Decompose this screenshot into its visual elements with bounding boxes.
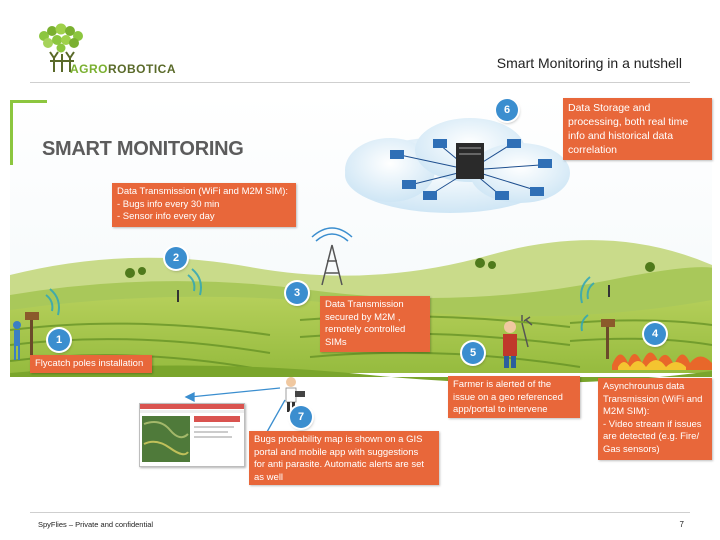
callout-line: secured by M2M , (325, 312, 425, 325)
step-badge-2: 2 (165, 247, 187, 269)
map-screenshot-icon (140, 404, 244, 466)
callout-step-4: Asynchrounus data Transmission (WiFi and… (598, 378, 712, 460)
callout-step-7: Bugs probability map is shown on a GIS p… (249, 431, 439, 485)
callout-line: Data Transmission (325, 299, 425, 312)
callout-line: as well (254, 472, 434, 485)
callout-step-1: Flycatch poles installation (30, 355, 152, 373)
callout-line: Asynchrounus data (603, 381, 707, 394)
callout-line: M2M SIM): (603, 406, 707, 419)
slide-title: Smart Monitoring in a nutshell (497, 55, 682, 71)
callout-step-5: Farmer is alerted of the issue on a geo … (448, 376, 580, 418)
page-number: 7 (680, 520, 684, 529)
step-badge-5: 5 (462, 342, 484, 364)
callout-line: SIMs (325, 337, 425, 350)
callout-line: portal and mobile app with suggestions (254, 447, 434, 460)
callout-line: Farmer is alerted of the (453, 379, 575, 392)
step-badge-6: 6 (496, 99, 518, 121)
callout-step-3: Data Transmission secured by M2M , remot… (320, 296, 430, 352)
callout-line: - Bugs info every 30 min (117, 199, 291, 212)
callout-line: Bugs probability map is shown on a GIS (254, 434, 434, 447)
callout-line: - Sensor info every day (117, 211, 291, 224)
callout-line: Gas sensors) (603, 444, 707, 457)
step-badge-7: 7 (290, 406, 312, 428)
confidential-note: SpyFlies – Private and confidential (38, 520, 153, 529)
callout-step-6: Data Storage and processing, both real t… (563, 98, 712, 160)
footer-divider (30, 512, 690, 513)
callout-line: correlation (568, 143, 707, 157)
step-badge-1: 1 (48, 329, 70, 351)
header-divider (30, 82, 690, 83)
callout-line: issue on a geo referenced (453, 392, 575, 405)
callout-line: info and historical data (568, 129, 707, 143)
callout-line: - Video stream if issues (603, 419, 707, 432)
gis-portal-screenshot (139, 403, 245, 467)
callout-line: processing, both real time (568, 115, 707, 129)
callout-line: remotely controlled (325, 324, 425, 337)
callout-line: Data Transmission (WiFi and M2M SIM): (117, 186, 291, 199)
logo-wordmark: AGROROBOTICA (70, 62, 176, 76)
diagram-title: SMART MONITORING (42, 138, 244, 161)
callout-line: are detected (e.g. Fire/ (603, 431, 707, 444)
callout-line: Data Storage and (568, 101, 707, 115)
callout-line: Flycatch poles installation (35, 358, 147, 371)
step-badge-3: 3 (286, 282, 308, 304)
callout-step-2: Data Transmission (WiFi and M2M SIM): - … (112, 183, 296, 227)
callout-line: for anti parasite. Automatic alerts are … (254, 459, 434, 472)
step-badge-4: 4 (644, 323, 666, 345)
callout-line: Transmission (WiFi and (603, 394, 707, 407)
callout-line: app/portal to intervene (453, 404, 575, 417)
